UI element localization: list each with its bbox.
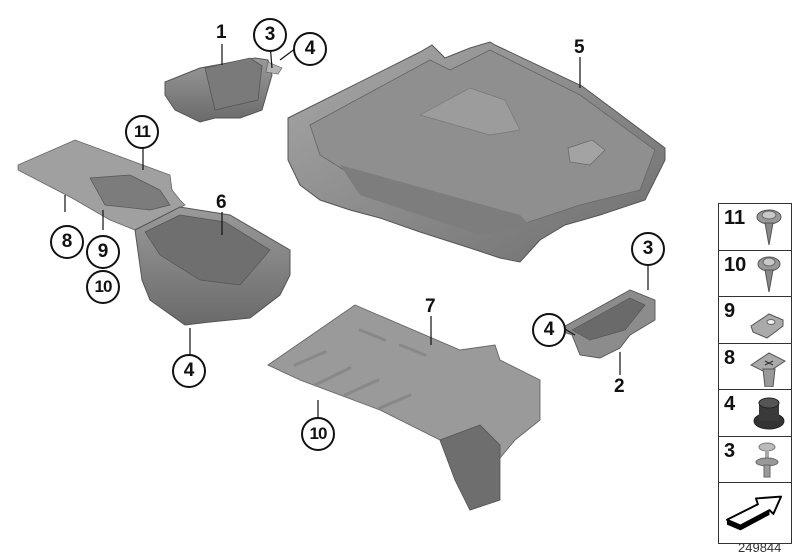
callout-6: 6 — [216, 192, 227, 213]
fastener-legend: 11 10 9 8 — [718, 203, 792, 544]
legend-item-arrow — [719, 483, 791, 543]
legend-number: 8 — [724, 346, 736, 369]
callout-8: 8 — [50, 225, 84, 259]
callout-2: 2 — [614, 376, 625, 397]
rubber-grommet-icon — [753, 397, 785, 430]
callout-3: 3 — [253, 18, 287, 52]
legend-item-10: 10 — [719, 251, 791, 297]
part-7-floor-panel — [267, 304, 541, 511]
legend-item-4: 4 — [719, 390, 791, 437]
screw-with-washer-icon — [756, 209, 782, 246]
part-5-trunk-tub — [287, 41, 666, 263]
part-1-small-tray — [164, 57, 283, 123]
legend-number: 10 — [724, 253, 747, 276]
callout-7: 7 — [425, 296, 436, 317]
legend-number: 4 — [724, 393, 736, 415]
callout-3: 3 — [631, 232, 665, 266]
callout-10: 10 — [86, 270, 120, 304]
callout-4: 4 — [293, 32, 327, 66]
screw-with-washer-icon — [757, 256, 781, 292]
diagram-id: 249844 — [738, 540, 782, 555]
legend-item-3: 3 — [719, 437, 791, 483]
legend-number: 11 — [724, 207, 746, 229]
callout-10: 10 — [301, 417, 335, 451]
legend-number: 9 — [724, 300, 736, 322]
callout-5: 5 — [574, 37, 585, 58]
legend-item-8: 8 — [719, 344, 791, 390]
legend-number: 3 — [724, 439, 736, 462]
callout-4: 4 — [172, 354, 206, 388]
callout-9: 9 — [86, 235, 120, 269]
part-2-cup-tray — [556, 289, 656, 359]
expanding-rivet-icon — [750, 351, 786, 387]
callout-11: 11 — [125, 115, 159, 149]
part-6-storage-box — [17, 139, 291, 326]
push-pin-clip-icon — [755, 442, 779, 477]
callout-4: 4 — [532, 313, 566, 347]
clip-nut-icon — [750, 313, 784, 339]
legend-item-9: 9 — [719, 297, 791, 344]
callout-1: 1 — [216, 22, 227, 43]
legend-item-11: 11 — [719, 204, 791, 251]
arrow-icon — [726, 495, 783, 531]
